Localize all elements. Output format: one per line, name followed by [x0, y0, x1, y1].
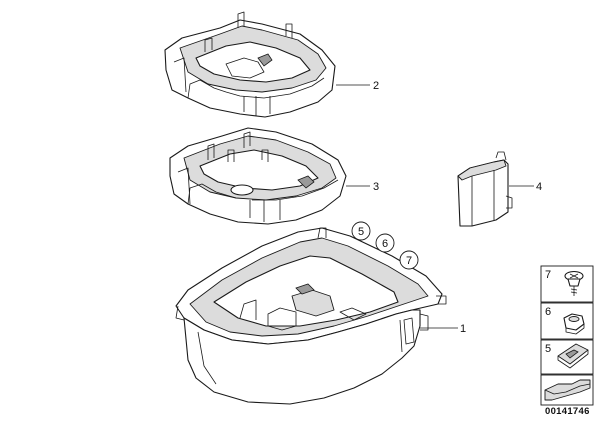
callout-2: 2 — [373, 80, 379, 92]
legend-label-6: 6 — [545, 306, 551, 318]
circled-callout-7[interactable]: 7 — [399, 250, 419, 270]
callout-4: 4 — [536, 181, 542, 193]
circled-callout-6[interactable]: 6 — [375, 233, 395, 253]
legend-item-profile[interactable] — [540, 374, 594, 406]
part-2-upper-insert[interactable] — [164, 11, 336, 118]
edge-profile-icon — [544, 379, 591, 401]
circled-callout-7-label: 7 — [406, 255, 412, 267]
callout-3: 3 — [373, 181, 379, 193]
nut-icon — [563, 313, 585, 335]
part-1-luggage-tray[interactable] — [175, 227, 447, 405]
clip-icon — [557, 343, 589, 369]
circled-callout-6-label: 6 — [382, 238, 388, 250]
circled-callout-5[interactable]: 5 — [351, 221, 371, 241]
part-4-side-cover[interactable] — [457, 151, 513, 227]
screw-icon — [564, 270, 584, 296]
part-3-lower-insert[interactable] — [169, 127, 347, 225]
legend-label-5: 5 — [545, 343, 551, 355]
legend-label-7: 7 — [545, 269, 551, 281]
legend-item-5[interactable]: 5 — [540, 339, 594, 375]
callout-1: 1 — [460, 323, 466, 335]
legend-item-6[interactable]: 6 — [540, 302, 594, 340]
legend-item-7[interactable]: 7 — [540, 265, 594, 303]
circled-callout-5-label: 5 — [358, 226, 364, 238]
document-number: 00141746 — [545, 406, 590, 417]
